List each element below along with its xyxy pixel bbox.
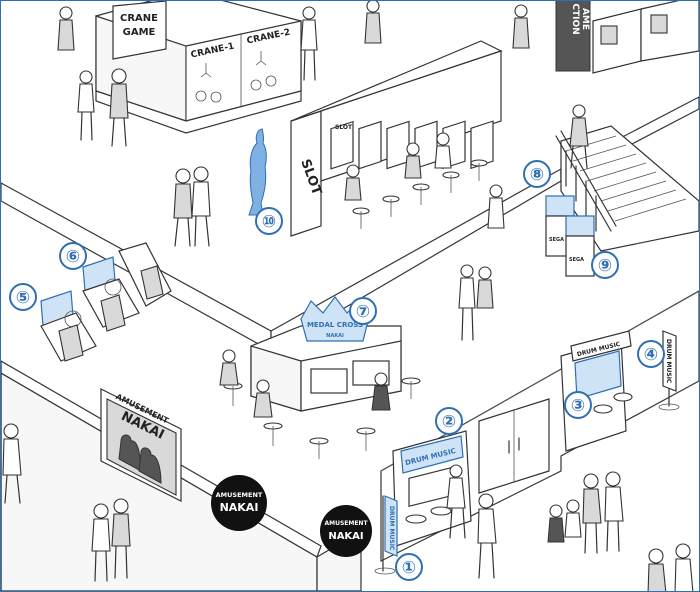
svg-text:③: ③ xyxy=(571,396,585,416)
crane-game-sign-line2: GAME xyxy=(123,27,156,38)
number-markers: ① ② ③ ④ ⑤ ⑥ ⑦ ⑧ ⑨ ⑩ xyxy=(9,160,665,581)
svg-text:①: ① xyxy=(402,558,416,578)
svg-text:SEGA: SEGA xyxy=(549,237,564,243)
circle-logo-right-amusement: AMUSEMENT xyxy=(324,520,368,527)
circle-logo-left-amusement: AMUSEMENT xyxy=(216,491,263,499)
drum-music-banner: DRUM MUSIC xyxy=(374,495,398,575)
svg-text:⑨: ⑨ xyxy=(598,256,612,276)
svg-text:⑦: ⑦ xyxy=(356,302,370,322)
slot-machine-label: SLOT xyxy=(335,124,353,131)
medal-cross-machine: MEDAL CROSS NAKAI xyxy=(219,296,421,459)
stairs xyxy=(555,104,699,252)
double-door xyxy=(478,398,550,494)
marker-1: ① xyxy=(395,553,423,581)
cutout-figure xyxy=(248,128,267,216)
medal-cross-title: MEDAL CROSS xyxy=(307,321,363,329)
svg-text:SEGA: SEGA xyxy=(569,257,584,263)
action-game-sign xyxy=(555,1,591,72)
crane-game-sign xyxy=(112,1,167,60)
drum-music-cabinet-right: DRUM MUSIC xyxy=(560,330,633,452)
drum-music-cabinet-front: DRUM MUSIC xyxy=(392,430,472,547)
action-game-area: CTION AME xyxy=(555,1,699,74)
drum-music-banner-label: DRUM MUSIC xyxy=(388,506,395,551)
crane-game-sign-line1: CRANE xyxy=(120,13,158,24)
marker-2: ② xyxy=(435,407,463,435)
crane-game-booth: CRANE GAME CRANE-1 CRANE-2 xyxy=(95,1,302,134)
slot-area: SLOT SLOT xyxy=(290,40,503,237)
svg-text:⑥: ⑥ xyxy=(66,247,80,267)
marker-6: ⑥ xyxy=(59,242,87,270)
drum-music-stand-label: DRUM MUSIC xyxy=(665,339,672,384)
action-game-line2: AME xyxy=(580,8,590,30)
marker-3: ③ xyxy=(564,391,592,419)
racing-cabinet-third xyxy=(118,242,172,307)
circle-logo-left-nakai: NAKAI xyxy=(220,501,259,514)
racing-cabinet-rear xyxy=(82,256,140,332)
svg-text:⑩: ⑩ xyxy=(262,212,276,232)
marker-4: ④ xyxy=(637,340,665,368)
marker-9: ⑨ xyxy=(591,251,619,279)
svg-text:④: ④ xyxy=(644,345,658,365)
drum-music-stand-sign: DRUM MUSIC xyxy=(658,330,680,411)
svg-text:②: ② xyxy=(442,412,456,432)
marker-8: ⑧ xyxy=(523,160,551,188)
amusement-nakai-circle-logo-left: AMUSEMENT NAKAI xyxy=(211,475,267,531)
marker-10: ⑩ xyxy=(255,207,283,235)
stair-cabinet-bottom: SEGA xyxy=(565,215,595,277)
racing-cabinet-left xyxy=(40,290,97,362)
slot-machine-row xyxy=(330,120,494,170)
svg-text:⑧: ⑧ xyxy=(530,165,544,185)
marker-5: ⑤ xyxy=(9,283,37,311)
action-game-line1: CTION xyxy=(570,3,580,34)
slot-players xyxy=(344,132,452,201)
amusement-nakai-circle-logo-right: AMUSEMENT NAKAI xyxy=(320,505,372,557)
medal-cross-subtitle: NAKAI xyxy=(326,333,344,339)
marker-7: ⑦ xyxy=(349,297,377,325)
circle-logo-right-nakai: NAKAI xyxy=(328,531,363,542)
svg-text:⑤: ⑤ xyxy=(16,288,30,308)
